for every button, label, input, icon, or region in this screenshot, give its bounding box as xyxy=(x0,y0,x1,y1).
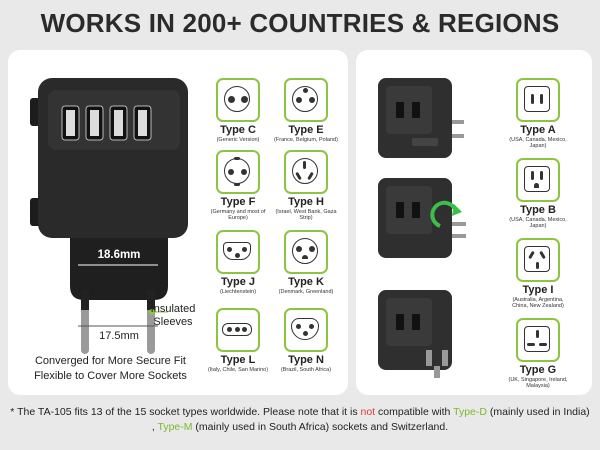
socket-type-l: Type L (Italy, Chile, San Marino) xyxy=(206,308,270,373)
socket-type-g: Type G (UK, Singapore, Ireland, Malaysia… xyxy=(506,318,570,390)
type-k-socket-icon xyxy=(284,230,328,274)
plug-illustration xyxy=(30,78,188,354)
width-label: 18.6mm xyxy=(97,249,141,261)
caption-line-2: Flexible to Cover More Sockets xyxy=(34,370,187,382)
adapter-illustrations xyxy=(378,78,466,378)
type-a-socket-icon xyxy=(516,78,560,122)
socket-type-i: Type I (Australia, Argentina, China, New… xyxy=(506,238,570,310)
socket-type-b: Type B (USA, Canada, Mexico, Japan) xyxy=(506,158,570,230)
plug-insert xyxy=(70,238,168,300)
socket-type-j: Type J (Liechtenstein) xyxy=(206,230,270,295)
type-i-socket-icon xyxy=(516,238,560,282)
socket-type-n: Type N (Brazil, South Africa) xyxy=(274,308,338,373)
page-title: WORKS IN 200+ COUNTRIES & REGIONS xyxy=(40,8,560,38)
insulated-sleeves-label: Insulated Sleeves xyxy=(150,303,196,329)
socket-type-a: Type A (USA, Canada, Mexico, Japan) xyxy=(506,78,570,150)
left-panel: 18.6mm Insulated Sleeves 17.5mm Converge… xyxy=(8,50,348,395)
right-panel: Type A (USA, Canada, Mexico, Japan) Type… xyxy=(356,50,592,395)
usb-ports xyxy=(61,105,152,141)
type-b-socket-icon xyxy=(516,158,560,202)
socket-type-f: Type F (Germany and most of Europe) xyxy=(206,150,270,222)
socket-type-e: Type E (France, Belgium, Poland) xyxy=(274,78,338,143)
adapter-type-b-view xyxy=(378,178,466,258)
socket-type-c: Type C (Generic Version) xyxy=(206,78,270,143)
type-n-socket-icon xyxy=(284,308,328,352)
socket-type-k: Type K (Denmark, Greenland) xyxy=(274,230,338,295)
length-label: 17.5mm xyxy=(99,330,139,342)
type-j-socket-icon xyxy=(216,230,260,274)
type-f-socket-icon xyxy=(216,150,260,194)
adapter-type-a-view xyxy=(378,78,464,158)
type-g-socket-icon xyxy=(516,318,560,362)
compatibility-note: * The TA-105 fits 13 of the 15 socket ty… xyxy=(10,406,590,434)
type-l-socket-icon xyxy=(216,308,260,352)
type-e-socket-icon xyxy=(284,78,328,122)
type-c-socket-icon xyxy=(216,78,260,122)
caption-line-1: Converged for More Secure Fit xyxy=(34,355,186,367)
type-h-socket-icon xyxy=(284,150,328,194)
adapter-type-g-view xyxy=(378,290,452,378)
socket-type-h: Type H (Israel, West Bank, Gaza Strip) xyxy=(274,150,338,222)
